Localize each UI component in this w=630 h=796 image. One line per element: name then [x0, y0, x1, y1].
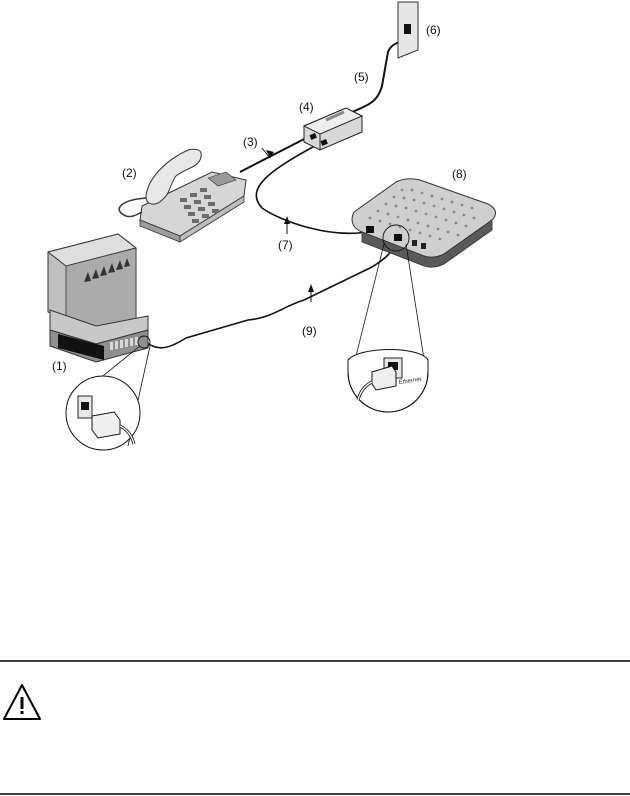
- label-line-cable: (5): [354, 70, 369, 84]
- label-arrows: [262, 148, 314, 302]
- label-splitter: (4): [299, 100, 314, 114]
- warning-triangle-icon: [4, 685, 40, 719]
- label-ethernet-cable: (9): [302, 324, 317, 338]
- modem-port-zoom: Ethernet: [348, 244, 428, 412]
- telephone: [119, 149, 246, 242]
- wall-jack: [398, 2, 418, 58]
- label-computer: (1): [52, 359, 67, 373]
- label-adsl-cable: (7): [278, 238, 293, 252]
- label-telephone: (2): [122, 166, 137, 180]
- ethernet-cable: [146, 238, 398, 348]
- label-modem: (8): [452, 167, 467, 181]
- label-wall-jack: (6): [426, 23, 441, 37]
- splitter: [304, 108, 362, 150]
- adsl-modem: [352, 179, 495, 268]
- computer-port-zoom: [66, 346, 150, 450]
- label-phone-cable: (3): [243, 135, 258, 149]
- computer: [48, 234, 150, 362]
